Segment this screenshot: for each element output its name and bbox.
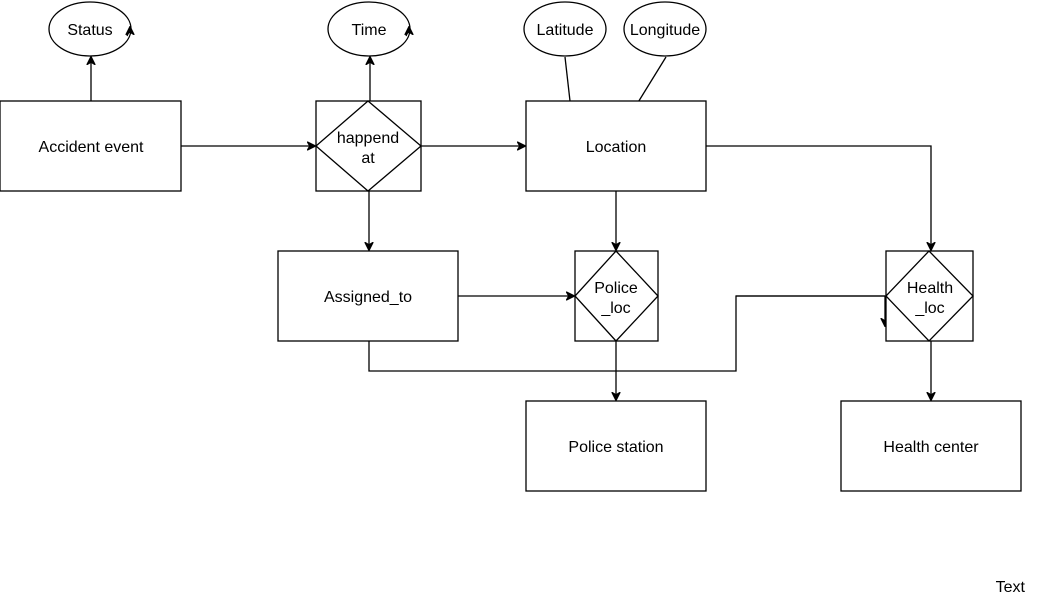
attribute-latitude-label: Latitude [537,22,594,39]
attribute-time-label: Time [352,22,387,39]
attribute-latitude[interactable]: Latitude [523,1,607,57]
edge-assigned-to-healthloc [368,295,885,372]
relationship-happend-at-line1: happend [337,130,399,147]
edge-location-to-latitude [564,56,571,102]
time-loop-mark [406,27,409,37]
relationship-police-loc[interactable]: Police _loc [574,250,659,342]
entity-police-station-label: Police station [568,439,663,456]
relationship-police-loc-line1: Police [594,280,638,297]
edges [91,57,931,400]
attribute-status-label: Status [67,22,112,39]
relationship-happend-at[interactable]: happend at [315,100,423,192]
edge-location-to-longitude [636,56,667,105]
entity-assigned-to-label: Assigned_to [324,289,412,306]
entity-location-label: Location [586,139,647,156]
relationship-health-loc-line2: _loc [914,300,944,317]
entity-assigned-to[interactable]: Assigned_to [277,250,459,342]
entity-police-station[interactable]: Police station [525,400,707,492]
relationship-health-loc-line1: Health [907,280,953,297]
attribute-longitude[interactable]: Longitude [623,1,707,57]
attribute-time[interactable]: Time [327,1,411,57]
attribute-status[interactable]: Status [48,1,132,57]
relationship-happend-at-line2: at [361,150,375,167]
relationship-police-loc-line2: _loc [600,300,630,317]
entity-accident-event-label: Accident event [39,139,145,156]
relationship-health-loc[interactable]: Health _loc [885,250,974,342]
entity-health-center-label: Health center [883,439,979,456]
edge-location-to-healthloc [706,145,931,250]
entity-accident-event[interactable]: Accident event [0,100,182,192]
status-loop-mark [127,27,130,37]
entity-location[interactable]: Location [525,100,707,192]
free-text-label[interactable]: Text [996,579,1026,596]
entity-health-center[interactable]: Health center [840,400,1022,492]
attribute-longitude-label: Longitude [630,22,700,39]
